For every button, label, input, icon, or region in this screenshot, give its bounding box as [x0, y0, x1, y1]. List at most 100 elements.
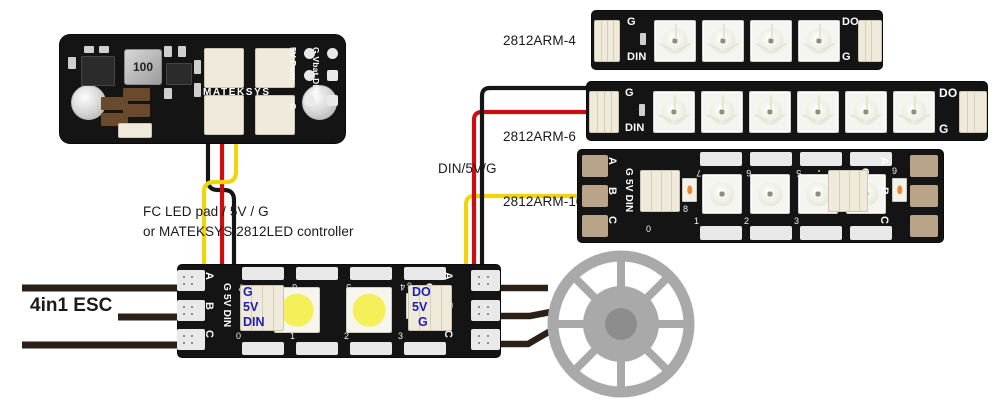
- arm10-pad-b[interactable]: [582, 185, 608, 207]
- arm10-left-silk: G 5V DIN: [623, 168, 634, 213]
- arm10-top-pad[interactable]: [700, 152, 742, 166]
- arm6-input-label-g: G: [625, 87, 634, 99]
- arm10-right-pad-c[interactable]: [910, 215, 938, 237]
- brand-label: MATEKSYS: [203, 87, 271, 98]
- pin-label-pwm: 5V Pwm: [288, 47, 298, 81]
- smd-part: [68, 57, 76, 69]
- smd-part: [164, 46, 172, 57]
- main-right-pad-c[interactable]: [471, 329, 500, 350]
- arm10-pad-label-c: C: [606, 216, 618, 225]
- arm4-output-label-g: G: [842, 51, 851, 63]
- solder-pad-block[interactable]: [255, 48, 295, 88]
- main-pad-c[interactable]: [177, 329, 205, 350]
- main-bottom-pad[interactable]: [350, 342, 392, 355]
- pin-pad[interactable]: [304, 95, 315, 106]
- main-pad-label-b: B: [203, 302, 215, 311]
- arm10-board: A B C G 5V DIN 8 0 7 6 5 4 1 2: [578, 150, 943, 242]
- arm10-led-number: 1: [694, 216, 700, 226]
- arm10-output-connector-body[interactable]: [828, 170, 868, 212]
- main-led-yellow: [346, 287, 392, 333]
- arm10-pad-a[interactable]: [582, 155, 608, 177]
- arm4-smd: [640, 33, 646, 45]
- main-pad-a[interactable]: [177, 270, 205, 291]
- arm6-led: [653, 91, 695, 133]
- mount-hole-left: [71, 85, 106, 120]
- main-input-callout-g: G: [243, 285, 253, 299]
- solder-pad-block[interactable]: [255, 95, 295, 135]
- solder-pad-block[interactable]: [204, 95, 244, 135]
- pin-pad[interactable]: [327, 48, 338, 59]
- arm10-led-number: 6: [746, 168, 752, 178]
- smd-part: [194, 83, 201, 97]
- capacitor: [123, 88, 150, 101]
- pin-pad[interactable]: [304, 70, 315, 81]
- arm6-input-connector[interactable]: [589, 91, 619, 133]
- arm10-bottom-pad[interactable]: [750, 226, 792, 240]
- arm10-input-connector[interactable]: [640, 170, 680, 212]
- arm10-side-led-8: [682, 178, 697, 202]
- arm10-led-number: 3: [794, 216, 800, 226]
- arm4-input-connector[interactable]: [594, 20, 620, 62]
- main-bottom-pad[interactable]: [404, 342, 446, 355]
- main-top-pad[interactable]: [350, 267, 392, 280]
- wire-motor-b: [500, 307, 557, 320]
- arm10-bottom-pad[interactable]: [800, 226, 842, 240]
- arm6-led: [701, 91, 743, 133]
- esc-label: 4in1 ESC: [30, 295, 113, 316]
- mateksys-controller-board: 100 MATEKSYS 5V Pwm G Vbat DIN G: [60, 35, 345, 143]
- arm10-pad-label-a: A: [606, 157, 618, 166]
- pin-pad[interactable]: [304, 48, 315, 59]
- motor-symbol: [547, 250, 695, 398]
- pin-pad[interactable]: [327, 95, 338, 106]
- arm6-output-connector[interactable]: [959, 91, 987, 133]
- arm4-input-label-g: G: [627, 16, 636, 28]
- arm10-top-pad[interactable]: [800, 152, 842, 166]
- main-left-silk: G 5V DIN: [221, 283, 232, 328]
- inductor: 100: [124, 49, 162, 85]
- main-output-callout-do: DO: [412, 285, 431, 299]
- arm10-right-pad-a[interactable]: [910, 155, 938, 177]
- arm10-led: [750, 174, 790, 214]
- arm10-output-connector[interactable]: [818, 170, 820, 172]
- arm10-led-number: 2: [744, 216, 750, 226]
- arm10-pad-c[interactable]: [582, 215, 608, 237]
- pin-pad[interactable]: [327, 70, 338, 81]
- ic-chip: [81, 56, 115, 86]
- arm4-led: [798, 20, 840, 62]
- arm6-input-label-din: DIN: [625, 122, 645, 134]
- arm10-right-pad-label-b: B: [878, 187, 890, 196]
- main-bottom-pad[interactable]: [296, 342, 338, 355]
- main-input-callout-din: DIN: [243, 315, 265, 329]
- arm10-bottom-pad[interactable]: [850, 226, 892, 240]
- arm10-led-number: 8: [683, 204, 689, 214]
- main-right-pad-a[interactable]: [471, 270, 500, 291]
- arm6-smd: [639, 104, 645, 116]
- capacitor: [101, 97, 128, 110]
- main-top-pad[interactable]: [404, 267, 446, 280]
- fc-led-pad-label-line2: or MATEKSYS 2812LED controller: [143, 224, 354, 239]
- main-led-number: 2: [344, 331, 350, 341]
- main-output-connector[interactable]: [408, 285, 452, 331]
- main-input-connector[interactable]: [240, 285, 284, 331]
- main-led-number: 3: [398, 331, 404, 341]
- arm10-side-led-9: [892, 178, 907, 202]
- wire-motor-c: [500, 327, 554, 348]
- arm10-bottom-pad[interactable]: [700, 226, 742, 240]
- jst-connector-bottom[interactable]: [118, 123, 152, 138]
- arm10-top-pad[interactable]: [750, 152, 792, 166]
- main-right-pad-b[interactable]: [471, 300, 500, 321]
- arm10-right-pad-b[interactable]: [910, 185, 938, 207]
- arm4-input-label-din: DIN: [627, 51, 647, 63]
- solder-pad-block[interactable]: [204, 48, 244, 88]
- main-bottom-pad[interactable]: [242, 342, 284, 355]
- main-pad-b[interactable]: [177, 300, 205, 321]
- arm10-label: 2812ARM-10: [503, 194, 584, 209]
- main-top-pad[interactable]: [296, 267, 338, 280]
- arm6-output-label-do: DO: [939, 86, 958, 100]
- arm4-output-connector[interactable]: [858, 20, 882, 62]
- arm10-top-pad[interactable]: [850, 152, 892, 166]
- main-top-pad[interactable]: [242, 267, 284, 280]
- wire-ground-to-arm: [479, 85, 592, 300]
